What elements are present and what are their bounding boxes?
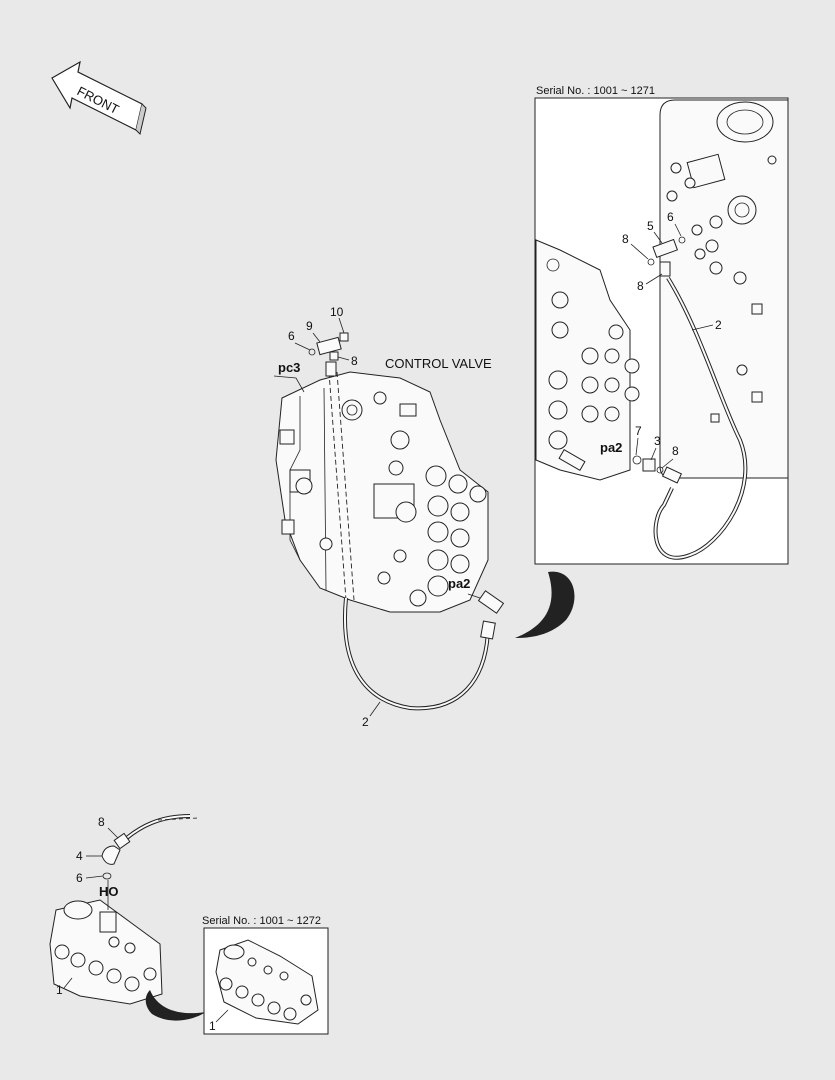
port-ho: HO (99, 884, 119, 899)
port-pc3: pc3 (278, 360, 300, 375)
port-pa2: pa2 (448, 576, 470, 591)
callout-8: 8 (98, 815, 105, 829)
callout-6: 6 (288, 329, 295, 343)
port-pa2: pa2 (600, 440, 622, 455)
inset-bottom: Serial No. : 1001 ~ 1272 1 (202, 915, 329, 1035)
main-control-valve: CONTROL VALVE (275, 356, 492, 613)
callout-8: 8 (672, 444, 679, 458)
callout-5: 5 (647, 219, 654, 233)
callout-8: 8 (622, 232, 629, 246)
inset-link-arrow (515, 571, 575, 638)
bottom-assembly: 8 4 6 HO 1 (49, 814, 199, 1005)
callout-8: 8 (351, 354, 358, 368)
callout-1: 1 (56, 983, 63, 997)
front-arrow: FRONT (51, 60, 147, 135)
callout-3: 3 (654, 434, 661, 448)
inset-top-serial: Serial No. : 1001 ~ 1271 (536, 85, 655, 97)
callout-6: 6 (667, 210, 674, 224)
control-valve-title: CONTROL VALVE (385, 356, 492, 371)
main-hose: 2 (343, 590, 505, 729)
callout-2: 2 (362, 715, 369, 729)
callout-8: 8 (637, 279, 644, 293)
callout-4: 4 (76, 849, 83, 863)
inset-bottom-serial: Serial No. : 1001 ~ 1272 (202, 915, 321, 927)
inset-top: Serial No. : 1001 ~ 1271 (534, 85, 789, 565)
inset-hose-assembly (632, 236, 748, 560)
callout-9: 9 (306, 319, 313, 333)
inset-top-callouts: 8 5 6 8 2 pa2 7 3 8 (600, 210, 722, 469)
inset-valve-fragment (535, 239, 640, 481)
callout-2: 2 (715, 318, 722, 332)
pc3-fittings (308, 332, 349, 377)
callout-1: 1 (209, 1019, 216, 1033)
bottom-link-arrow (145, 990, 206, 1021)
hydraulic-tank (659, 99, 789, 479)
main-callouts: 10 9 6 8 pc3 pa2 (273, 305, 470, 591)
callout-6: 6 (76, 871, 83, 885)
callout-10: 10 (330, 305, 344, 319)
callout-7: 7 (635, 424, 642, 438)
